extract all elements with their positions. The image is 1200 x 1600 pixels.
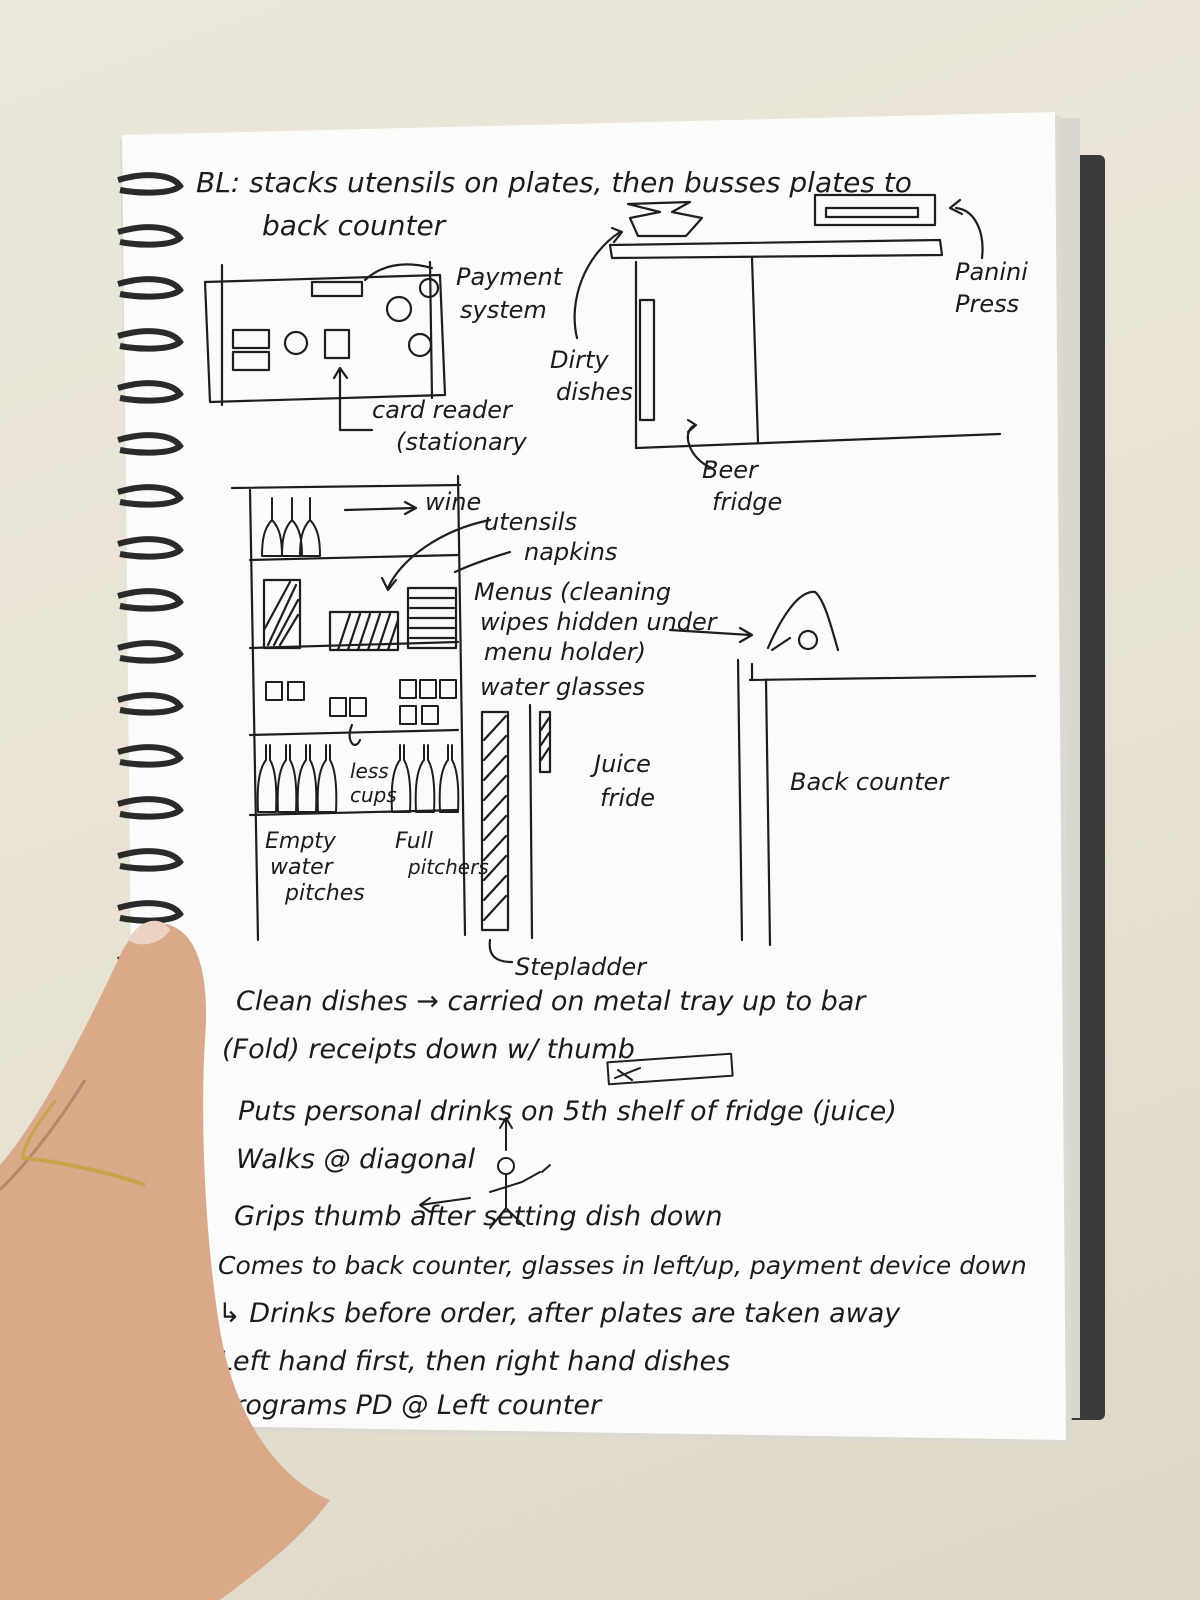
label-payment: Payment (456, 263, 564, 291)
label-utensils: utensils (484, 508, 577, 536)
label-stepladder: Stepladder (515, 953, 648, 981)
label-juice: Juice (590, 750, 651, 778)
label-card-reader: card reader (372, 396, 514, 424)
note-3: Puts personal drinks on 5th shelf of fri… (238, 1096, 897, 1127)
label-menus-2: wipes hidden under (480, 608, 719, 636)
label-full: Full (395, 829, 433, 854)
label-beer: Beer (702, 456, 760, 484)
label-menus-1: Menus (cleaning (474, 578, 671, 606)
label-system: system (460, 296, 547, 324)
heading-line-1: BL: stacks utensils on plates, then buss… (196, 166, 912, 199)
note-2: (Fold) receipts down w/ thumb (222, 1034, 635, 1065)
note-9: Programs PD @ Left counter (218, 1390, 603, 1421)
label-dishes: dishes (556, 378, 633, 406)
label-dirty: Dirty (550, 346, 609, 374)
label-pitches: pitches (284, 881, 365, 906)
note-1: Clean dishes → carried on metal tray up … (236, 986, 867, 1017)
label-back-counter: Back counter (790, 768, 950, 796)
heading-line-2: back counter (262, 209, 447, 242)
note-7: ↳ Drinks before order, after plates are … (218, 1298, 901, 1329)
label-panini: Panini (955, 258, 1028, 286)
label-napkins: napkins (524, 538, 617, 566)
label-water-glasses: water glasses (480, 673, 645, 701)
label-pitchers: pitchers (407, 855, 489, 879)
note-4: Walks @ diagonal (236, 1144, 476, 1175)
note-6: Comes to back counter, glasses in left/u… (218, 1251, 1027, 1280)
label-menus-3: menu holder) (484, 638, 646, 666)
label-fride: fride (600, 784, 655, 812)
label-cups: cups (350, 783, 397, 807)
label-empty: Empty (265, 829, 337, 854)
label-fridge: fridge (712, 488, 782, 516)
note-8: Left hand first, then right hand dishes (218, 1346, 730, 1377)
label-stationary: (stationary (396, 428, 528, 456)
note-5: Grips thumb after setting dish down (234, 1201, 723, 1232)
label-water: water (270, 855, 335, 880)
label-wine: wine (425, 488, 481, 516)
label-press: Press (955, 290, 1019, 318)
label-less: less (350, 759, 389, 783)
